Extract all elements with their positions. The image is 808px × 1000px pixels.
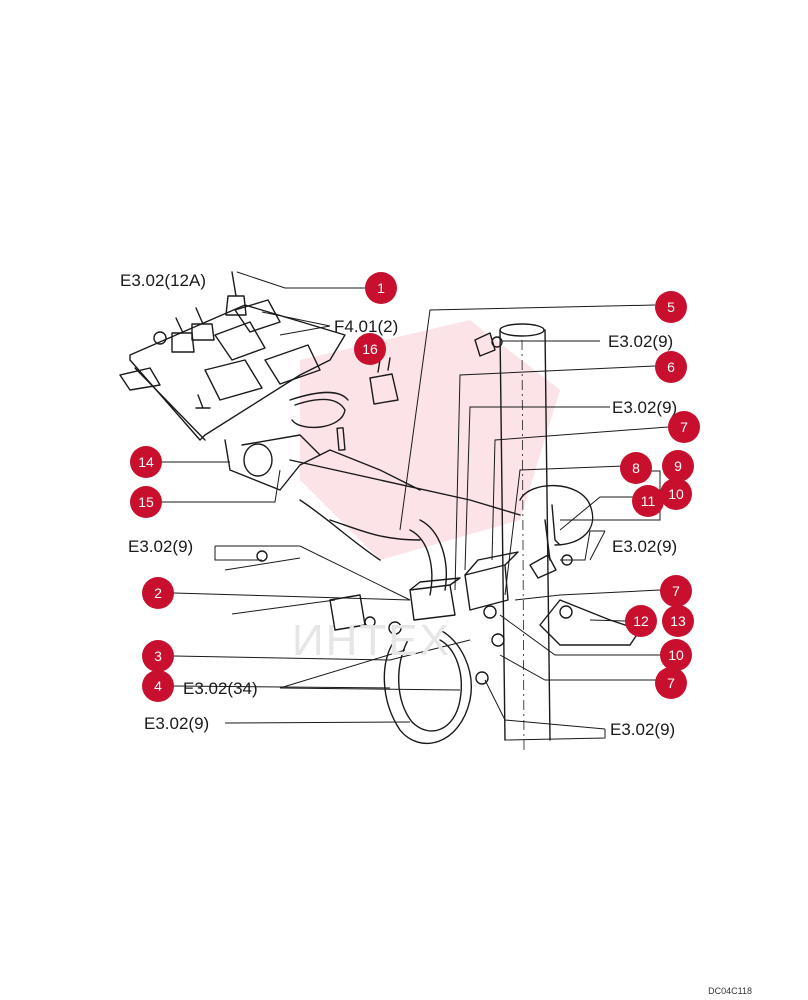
ref-e3-02-9-upper: E3.02(9) <box>612 398 678 417</box>
background-logo <box>300 320 560 560</box>
callout-14: 14 <box>130 446 162 478</box>
callout-11: 11 <box>632 485 664 517</box>
ref-e3-02-34: E3.02(34) <box>183 679 258 698</box>
watermark-text: ИНТЕХ <box>292 616 451 665</box>
callout-5: 5 <box>655 291 687 323</box>
callout-8: 8 <box>620 452 652 484</box>
ref-e3-02-9-top: E3.02(9) <box>608 332 674 351</box>
callout-15: 15 <box>130 486 162 518</box>
ref-e3-02-9-bottom-left: E3.02(9) <box>144 714 210 733</box>
callout-10-bottom: 10 <box>660 639 692 671</box>
callout-12: 12 <box>625 605 657 637</box>
callout-6: 6 <box>655 351 687 383</box>
ref-e3-02-9-right: E3.02(9) <box>612 537 678 556</box>
callout-1: 1 <box>365 272 397 304</box>
callout-4: 4 <box>142 670 174 702</box>
callout-7-middle: 7 <box>660 575 692 607</box>
callout-16: 16 <box>354 333 386 365</box>
ref-e3-02-9-left: E3.02(9) <box>128 537 194 556</box>
callout-2: 2 <box>142 577 174 609</box>
ref-e3-02-12a: E3.02(12A) <box>120 271 206 290</box>
callout-9: 9 <box>662 450 694 482</box>
ref-e3-02-9-bottom-right: E3.02(9) <box>610 720 676 739</box>
callout-7-bottom: 7 <box>655 667 687 699</box>
callout-7-top: 7 <box>668 411 700 443</box>
callout-3: 3 <box>142 640 174 672</box>
callout-10-top: 10 <box>660 478 692 510</box>
callout-13: 13 <box>662 605 694 637</box>
drawing-code: DC04C118 <box>708 986 752 996</box>
ref-f4-01-2: F4.01(2) <box>334 317 399 336</box>
